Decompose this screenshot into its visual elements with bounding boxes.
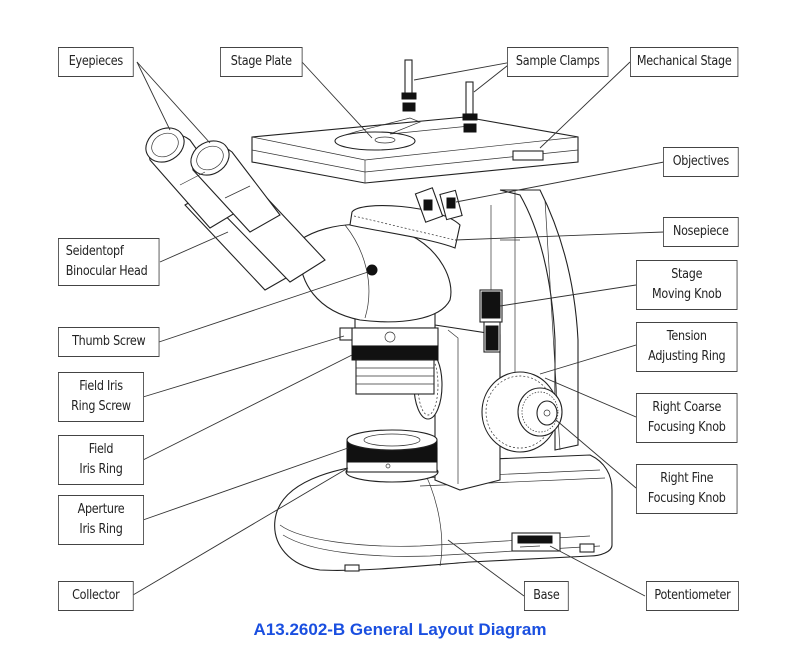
label-right-coarse-focusing-knob: Right Coarse Focusing Knob bbox=[636, 393, 738, 443]
label-right-fine-focusing-knob: Right Fine Focusing Knob bbox=[636, 464, 738, 514]
label-objectives: Objectives bbox=[663, 147, 739, 177]
binocular-head-drawing bbox=[145, 127, 452, 323]
label-nosepiece: Nosepiece bbox=[663, 217, 739, 247]
label-seidentopf-binocular-head: Seidentopf Binocular Head bbox=[58, 238, 160, 286]
stage-drawing bbox=[251, 59, 579, 184]
leader-lines bbox=[132, 61, 665, 597]
label-collector: Collector bbox=[58, 581, 134, 611]
aperture-iris-drawing bbox=[345, 429, 439, 483]
label-base: Base bbox=[524, 581, 569, 611]
label-field-iris-ring-screw: Field Iris Ring Screw bbox=[58, 372, 144, 422]
label-aperture-iris-ring: Aperture Iris Ring bbox=[58, 495, 144, 545]
label-stage-plate: Stage Plate bbox=[220, 47, 303, 77]
label-tension-adjusting-ring: Tension Adjusting Ring bbox=[636, 322, 738, 372]
stage-knob-drawing bbox=[479, 205, 503, 353]
label-thumb-screw: Thumb Screw bbox=[58, 327, 160, 357]
label-mechanical-stage: Mechanical Stage bbox=[630, 47, 739, 77]
label-eyepieces: Eyepieces bbox=[58, 47, 134, 77]
label-stage-moving-knob: Stage Moving Knob bbox=[636, 260, 738, 310]
nosepiece-drawing bbox=[349, 187, 463, 249]
focus-knob-drawing bbox=[413, 350, 563, 453]
diagram-caption: A13.2602-B General Layout Diagram bbox=[253, 620, 547, 639]
label-field-iris-ring: Field Iris Ring bbox=[58, 435, 144, 485]
label-sample-clamps: Sample Clamps bbox=[507, 47, 609, 77]
base-drawing bbox=[274, 454, 613, 572]
label-potentiometer: Potentiometer bbox=[646, 581, 739, 611]
potentiometer-wheel bbox=[517, 535, 553, 544]
